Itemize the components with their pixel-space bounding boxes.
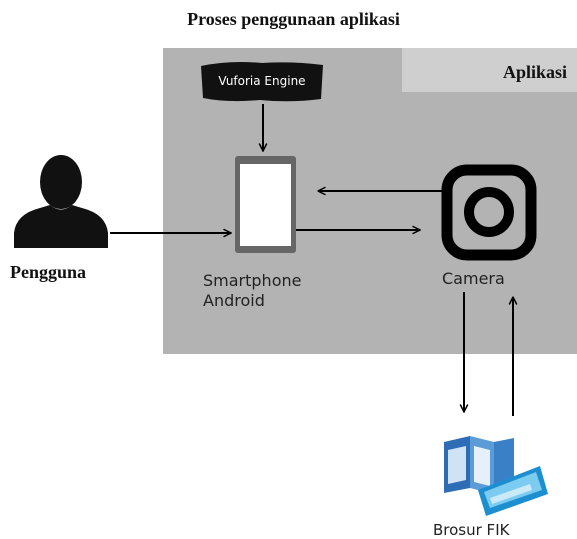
- brochure-icon: [444, 436, 548, 516]
- user-label: Pengguna: [10, 262, 87, 282]
- application-label-box: Aplikasi: [402, 48, 577, 92]
- smartphone-label-line1: Smartphone: [203, 271, 302, 290]
- application-label: Aplikasi: [502, 62, 567, 82]
- person-silhouette-icon: [14, 155, 108, 248]
- vuforia-engine-badge: [201, 62, 323, 102]
- smartphone-label-line2: Android: [203, 291, 265, 310]
- camera-label: Camera: [442, 269, 505, 288]
- brochure-label: Brosur FIK: [433, 521, 510, 539]
- smartphone-icon: [235, 156, 296, 253]
- camera-icon: [441, 164, 537, 261]
- diagram-title: Proses penggunaan aplikasi: [187, 9, 400, 29]
- vuforia-engine-node: Vuforia Engine: [200, 62, 324, 100]
- smartphone-label: Smartphone Android: [203, 271, 301, 311]
- vuforia-engine-label: Vuforia Engine: [218, 74, 306, 88]
